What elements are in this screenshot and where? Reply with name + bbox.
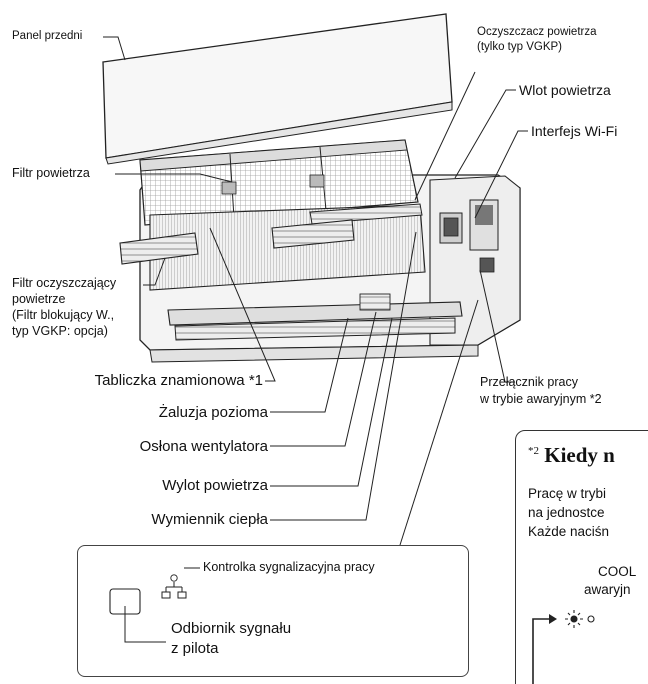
label-tabliczka: Tabliczka znamionowa *1 — [94, 372, 263, 389]
label-filtr-ocz-line4: typ VGKP: opcja) — [12, 324, 108, 338]
louver — [167, 293, 463, 341]
purifying-filters — [119, 219, 355, 265]
emergency-mode-cool: COOL — [598, 564, 637, 579]
lamp-off-icon — [587, 615, 595, 623]
indicator-inset-graphics — [109, 567, 200, 643]
wifi-module — [439, 199, 499, 273]
leader-filtr — [115, 173, 233, 183]
lamp-left-icon — [161, 591, 171, 599]
heat-exchanger — [149, 204, 426, 291]
emergency-title-text: Kiedy n — [544, 443, 615, 467]
front-panel — [102, 13, 453, 165]
air-filter-top — [139, 139, 419, 226]
air-purifier — [309, 203, 423, 225]
emergency-line3: Każde naciśn — [528, 524, 610, 539]
label-oczyszczacz-line1: Oczyszczacz powietrza — [477, 26, 597, 38]
label-przelacznik-line2: w trybie awaryjnym *2 — [480, 392, 602, 406]
emergency-mode-box: *2 Kiedy n Pracę w trybi na jednostce Ka… — [515, 430, 648, 684]
label-odbiornik-line1: Odbiornik sygnału — [171, 620, 292, 637]
emergency-mode-awaryjn: awaryjn — [584, 582, 631, 597]
indicator-inset-box: Kontrolka sygnalizacyjna pracy Odbiornik… — [77, 545, 469, 677]
label-panel-przedni: Panel przedni — [12, 30, 83, 42]
label-filtr-ocz-line1: Filtr oczyszczający — [12, 276, 117, 290]
leader-panel — [103, 36, 126, 61]
label-wymiennik: Wymiennik ciepła — [151, 511, 268, 528]
label-oslona: Osłona wentylatora — [139, 438, 268, 455]
label-odbiornik-line2: z pilota — [171, 640, 219, 657]
leader-tabliczka — [209, 227, 276, 382]
label-wlot-powietrza: Wlot powietrza — [519, 82, 611, 98]
leader-odbiornik — [124, 606, 166, 643]
label-zaluzja: Żaluzja pozioma — [158, 404, 268, 421]
label-filtr-ocz-line3: (Filtr blokujący W., — [12, 308, 115, 322]
leader-filtr-ocz — [143, 257, 166, 286]
leader-wymiennik — [270, 231, 417, 521]
cycle-arrowhead-icon — [549, 614, 557, 624]
emergency-line2: na jednostce — [528, 505, 605, 520]
leader-wifi — [474, 130, 528, 219]
leader-zaluzja — [270, 317, 349, 413]
label-filtr-powietrza: Filtr powietrza — [12, 166, 90, 180]
emergency-title-mark: *2 — [528, 445, 539, 457]
leader-lines — [103, 36, 528, 546]
label-filtr-ocz-line2: powietrze — [12, 292, 66, 306]
emergency-graphics — [532, 610, 595, 684]
lamp-flash-icon — [565, 610, 583, 628]
leader-indicator-box — [399, 299, 479, 546]
lamp-bracket-icon — [165, 582, 183, 592]
leader-wylot — [270, 317, 393, 487]
lamp-right-icon — [177, 591, 187, 599]
cycle-arrow — [532, 618, 554, 684]
emergency-line1: Pracę w trybi — [528, 486, 607, 501]
label-przelacznik-line1: Przełącznik pracy — [480, 375, 578, 389]
leader-oslona — [270, 311, 377, 447]
leader-przelacznik — [479, 269, 515, 383]
label-kontrolka: Kontrolka sygnalizacyjna pracy — [203, 560, 375, 574]
leader-wlot — [454, 89, 516, 179]
label-wylot: Wylot powietrza — [162, 477, 268, 494]
leader-oczyszczacz — [414, 71, 476, 201]
label-oczyszczacz-line2: (tylko typ VGKP) — [477, 41, 562, 53]
operation-lamp-icon — [170, 574, 178, 582]
emergency-title: *2 Kiedy n — [528, 443, 615, 468]
label-interfejs-wifi: Interfejs Wi-Fi — [531, 123, 618, 139]
